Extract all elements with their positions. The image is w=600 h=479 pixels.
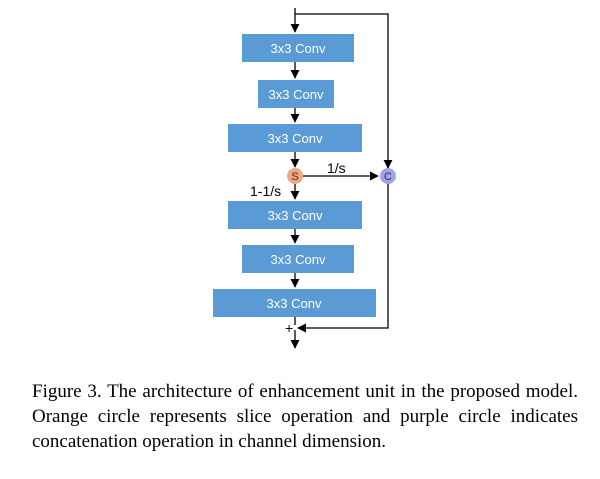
skip-ratio-label: 1/s [327, 160, 346, 176]
conv-block-4: 3x3 Conv [228, 201, 362, 229]
conv-block-1: 3x3 Conv [242, 34, 354, 62]
conv-block-3-label: 3x3 Conv [268, 131, 323, 146]
slice-node: S [287, 168, 303, 184]
enhancement-unit-diagram: 3x3 Conv 3x3 Conv 3x3 Conv S 1/s C 1-1/s… [213, 8, 396, 349]
conv-block-2: 3x3 Conv [258, 80, 334, 108]
conv-block-4-label: 3x3 Conv [268, 208, 323, 223]
slice-node-letter: S [291, 171, 298, 183]
conv-block-6-label: 3x3 Conv [267, 296, 322, 311]
concat-node: C [380, 168, 396, 184]
conv-block-3: 3x3 Conv [228, 124, 362, 152]
split-ratio-label: 1-1/s [250, 183, 281, 199]
conv-block-5-label: 3x3 Conv [271, 252, 326, 267]
conv-block-5: 3x3 Conv [242, 245, 354, 273]
conv-block-6: 3x3 Conv [213, 289, 376, 317]
figure-caption: Figure 3. The architecture of enhancemen… [32, 381, 578, 452]
concat-node-letter: C [384, 171, 392, 183]
conv-block-1-label: 3x3 Conv [271, 41, 326, 56]
skip-path-top [295, 13, 393, 169]
add-symbol: + [285, 320, 293, 336]
concat-to-add-path [297, 184, 389, 333]
conv-block-2-label: 3x3 Conv [269, 87, 324, 102]
